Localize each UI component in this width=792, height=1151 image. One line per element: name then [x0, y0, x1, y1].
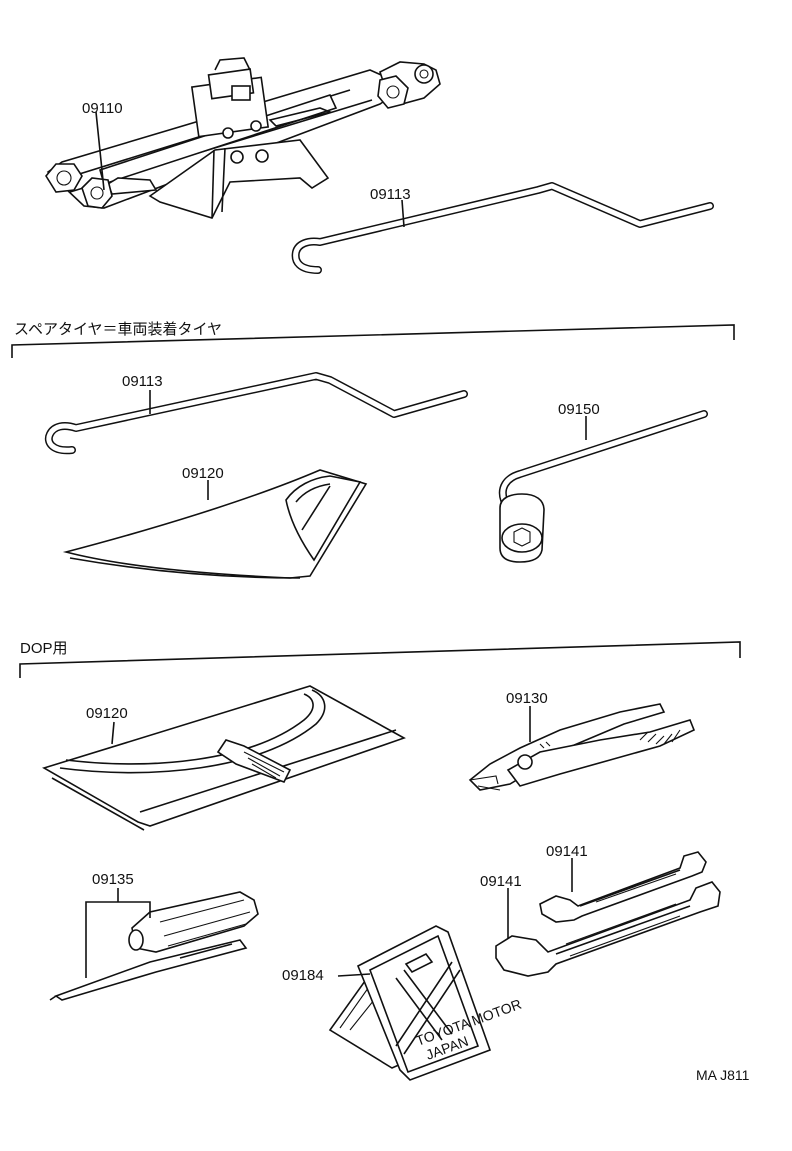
label-tool-bag-spare: 09120: [182, 465, 224, 482]
wheel-nut-wrench: 09150: [498, 401, 708, 563]
section-spare-tire: スペアタイヤ＝車両装着タイヤ: [11, 321, 735, 358]
label-jack: 09110: [82, 100, 123, 117]
jack-handle-top: 09113: [291, 182, 714, 274]
warning-triangle: TOYOTA MOTOR JAPAN 09184: [282, 925, 524, 1081]
scissor-jack: 09110: [45, 57, 441, 219]
label-wrench-lower: 09141: [480, 873, 522, 890]
label-pliers: 09130: [506, 690, 548, 707]
section-title-spare-tire: スペアタイヤ＝車両装着タイヤ: [14, 321, 222, 338]
wrench-upper: 09141: [539, 843, 707, 923]
label-warning-triangle: 09184: [282, 967, 324, 984]
pliers: 09130: [468, 690, 696, 791]
label-wheel-wrench: 09150: [558, 401, 600, 418]
section-title-dop: DOP用: [20, 640, 68, 657]
label-wrench-upper: 09141: [546, 843, 588, 860]
screwdriver: 09135: [49, 871, 259, 1001]
jack-handle-spare: 09113: [44, 372, 468, 455]
wrench-lower: 09141: [480, 873, 721, 977]
tool-bag-dop: 09120: [42, 685, 406, 831]
section-dop: DOP用: [19, 640, 741, 678]
tool-bag-spare: 09120: [62, 465, 368, 579]
label-jack-handle-spare: 09113: [122, 373, 163, 390]
label-tool-bag-dop: 09120: [86, 705, 128, 722]
drawing-code: MA J811: [696, 1067, 750, 1083]
label-screwdriver: 09135: [92, 871, 134, 888]
label-jack-handle-top: 09113: [370, 186, 411, 203]
